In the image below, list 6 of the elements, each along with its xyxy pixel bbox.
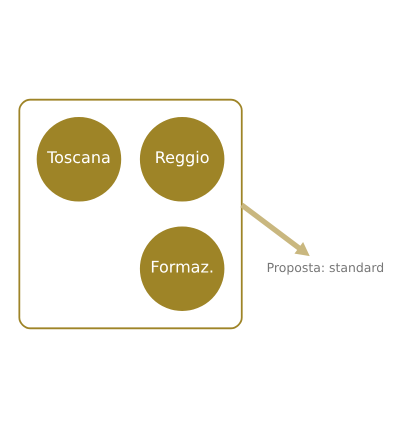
node-text: Proposta: standard bbox=[266, 260, 384, 276]
arrow bbox=[240, 202, 310, 256]
node-circle: Toscana bbox=[36, 117, 122, 202]
node-circle: Formaz. bbox=[140, 226, 224, 311]
node-circle: Reggio bbox=[140, 117, 224, 202]
cluster bbox=[18, 98, 243, 330]
